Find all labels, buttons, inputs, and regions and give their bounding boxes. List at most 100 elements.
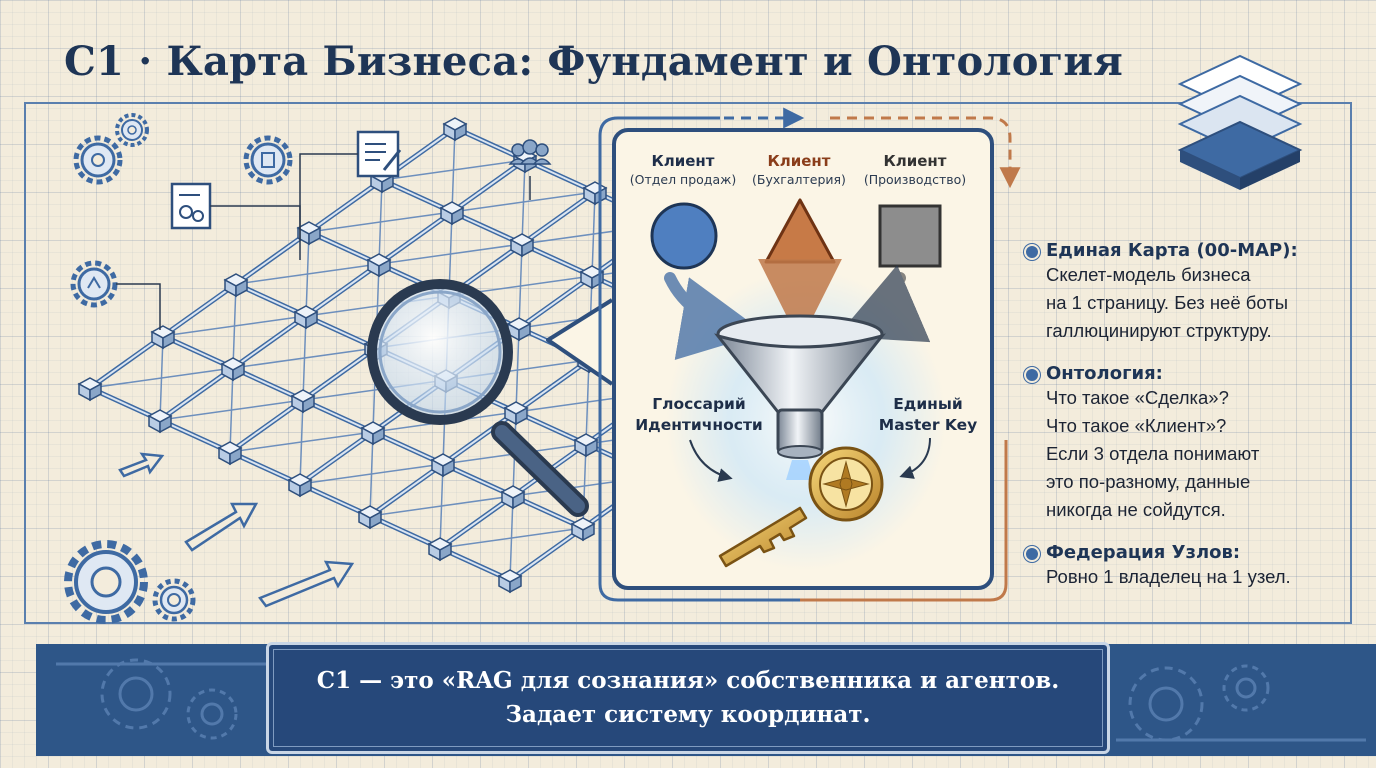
lattice-edge — [509, 495, 514, 581]
lattice-edge — [442, 411, 517, 465]
lattice-edge — [378, 179, 383, 265]
lattice-edge — [302, 315, 307, 401]
funnel-icon — [714, 314, 886, 459]
key-point-title: Единая Карта (00-MAP): — [1046, 240, 1298, 261]
lattice-node — [427, 537, 453, 562]
lattice-node — [503, 401, 529, 426]
gear-icon — [73, 135, 123, 185]
banner-gears — [56, 658, 1366, 742]
key-point-title: Федерация Узлов: — [1046, 542, 1241, 563]
glossary-label-line2: Идентичности — [635, 416, 763, 434]
lattice-node — [573, 433, 599, 458]
lattice-node — [509, 233, 535, 258]
key-point-body: Ровно 1 владелец на 1 узел. — [1046, 566, 1291, 587]
lattice-node — [220, 357, 246, 382]
bullet-icon — [1026, 246, 1038, 258]
square-shape — [878, 204, 942, 268]
lattice-edge — [439, 463, 444, 549]
lattice-edge — [308, 179, 383, 233]
key-point-federation: Федерация Узлов: Ровно 1 владелец на 1 у… — [1026, 542, 1366, 591]
lattice-edge — [229, 367, 234, 453]
lattice-node — [296, 221, 322, 246]
lattice-edge — [232, 315, 307, 369]
lattice-edge — [591, 191, 596, 277]
key-point-ontology: Онтология: Что такое «Сделка»? Что такое… — [1026, 363, 1366, 524]
lattice-node — [442, 117, 468, 142]
key-points-list: Единая Карта (00-MAP): Скелет-модель биз… — [1026, 240, 1366, 609]
lattice-node — [293, 305, 319, 330]
lattice-node — [439, 201, 465, 226]
summary-line-1: C1 — это «RAG для сознания» собственника… — [316, 667, 1060, 694]
glossary-label: Глоссарий Идентичности — [622, 394, 776, 436]
gear-icon — [70, 260, 118, 308]
lattice-node — [570, 517, 596, 542]
lattice-edge — [369, 463, 444, 517]
master-key-label: Единый Master Key — [866, 394, 990, 436]
lattice-edge — [159, 335, 164, 421]
summary-line-2: Задает систему координат. — [505, 701, 871, 728]
client-accounting: Клиент (Бухгалтерия) — [724, 152, 874, 187]
lattice-edge — [162, 283, 237, 337]
client-production: Клиент (Производство) — [840, 152, 990, 187]
client-sales-name: Клиент — [651, 152, 715, 170]
people-icon — [508, 139, 552, 165]
lattice-node — [223, 273, 249, 298]
lattice-edge — [378, 211, 453, 265]
frame-line-left — [24, 102, 26, 622]
lattice-edge — [229, 399, 304, 453]
circle-shape — [650, 202, 718, 270]
bullet-icon — [1026, 548, 1038, 560]
lattice-node — [430, 453, 456, 478]
arrow-icon — [118, 452, 355, 608]
lattice-node — [497, 569, 523, 594]
lattice-node — [579, 265, 605, 290]
lattice-edge — [305, 263, 380, 317]
layers-icon — [1177, 54, 1303, 190]
key-point-body: Что такое «Сделка»? Что такое «Клиент»? … — [1046, 387, 1260, 520]
magnifier-icon — [367, 279, 589, 517]
lattice-node — [287, 473, 313, 498]
lattice-edge — [235, 231, 310, 285]
document-icon — [170, 182, 212, 230]
frame-line-top — [24, 102, 1352, 104]
client-sales: Клиент (Отдел продаж) — [608, 152, 758, 187]
lattice-edge — [232, 283, 237, 369]
key-point-body: Скелет-модель бизнеса на 1 страницу. Без… — [1046, 264, 1289, 341]
lattice-edge — [299, 431, 374, 485]
lattice-node — [506, 317, 532, 342]
client-accounting-dept: (Бухгалтерия) — [752, 172, 846, 187]
lattice-edge — [521, 159, 526, 245]
lattice-edge — [518, 275, 593, 329]
lattice-edge — [159, 367, 234, 421]
lattice-node — [217, 441, 243, 466]
lattice-node — [500, 485, 526, 510]
frame-line-bottom — [24, 622, 1352, 624]
lattice-edge — [89, 335, 164, 389]
bullet-icon — [1026, 369, 1038, 381]
gear-icon — [64, 540, 148, 624]
glossary-label-line1: Глоссарий — [652, 395, 746, 413]
lattice-edge — [515, 327, 520, 413]
key-point-map: Единая Карта (00-MAP): Скелет-модель биз… — [1026, 240, 1366, 345]
lattice-edge — [439, 495, 514, 549]
lattice-node — [357, 505, 383, 530]
lattice-node — [77, 377, 103, 402]
lattice-edge — [302, 347, 377, 401]
client-sales-dept: (Отдел продаж) — [629, 172, 737, 187]
document-icon — [356, 130, 402, 178]
triangle-shape — [764, 198, 836, 264]
frame-line-right — [1350, 102, 1352, 622]
lattice-edge — [451, 127, 456, 213]
lattice-edge — [515, 359, 590, 413]
lattice-node — [290, 389, 316, 414]
page-title: C1 · Карта Бизнеса: Фундамент и Онтологи… — [64, 38, 1124, 85]
client-production-dept: (Производство) — [863, 172, 967, 187]
lattice-edge — [305, 231, 310, 317]
master-key-label-line2: Master Key — [878, 416, 978, 434]
master-key-label-line1: Единый — [893, 395, 963, 413]
lattice-edge — [451, 159, 526, 213]
lattice-node — [360, 421, 386, 446]
lattice-node — [147, 409, 173, 434]
